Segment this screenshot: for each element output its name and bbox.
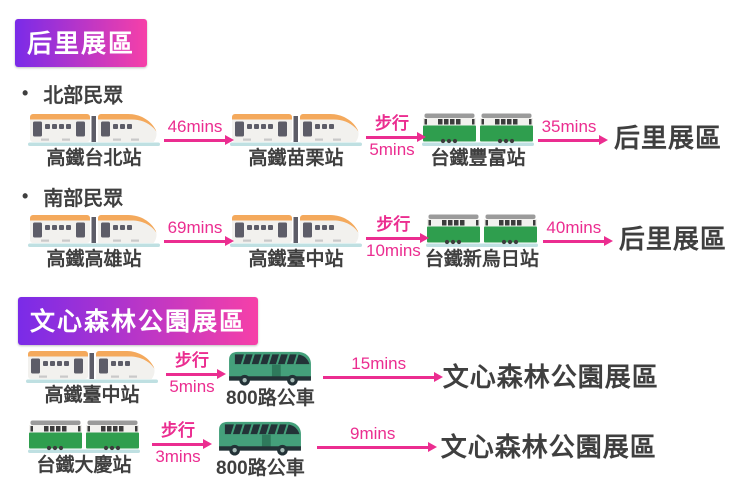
station-tra-xinwuri: 台鐵新烏日站 [425,212,539,271]
route-tra-to-wenxin: 台鐵大慶站 步行 3mins 800路公車 9mins 文心森林公園展區 [28,418,657,480]
hsr-train-icon [28,111,160,147]
section-title-wenxin-park: 文心森林公園展區 [18,297,259,345]
travel-time-label: 35mins [541,117,597,136]
travel-arrow: 46mins [164,117,234,144]
right-arrow-icon [538,135,608,144]
walk-label: 步行 [161,421,195,440]
right-arrow-icon [322,372,443,381]
tra-train-icon [422,111,534,147]
walk-arrow: 步行 5mins [366,114,426,160]
destination-label: 文心森林公園展區 [442,362,659,392]
travel-time-label: 46mins [167,117,223,136]
bus-route-800: 800路公車 [216,418,305,480]
hsr-train-icon [230,111,362,147]
hsr-train-icon [230,212,362,248]
route-north-to-houli: 高鐵台北站 46mins 高鐵苗栗站 步行 5mins 台鐵豐富站 35mins… [28,111,722,170]
right-arrow-icon [164,135,234,144]
bullet-north-residents: • 北部民眾 [22,79,123,108]
bullet-dot: • [22,186,29,206]
station-hsr-taichung: 高鐵臺中站 [230,212,362,271]
right-arrow-icon [166,369,226,378]
walk-label: 步行 [175,351,209,370]
destination-label: 后里展區 [618,224,727,254]
station-hsr-taichung: 高鐵臺中站 [26,348,158,407]
station-label: 高鐵臺中站 [248,249,344,270]
station-label: 高鐵台北站 [46,148,142,169]
bullet-label: 南部民眾 [43,188,124,210]
bus-label: 800路公車 [226,388,315,409]
tra-train-icon [28,418,140,454]
right-arrow-icon [542,236,613,245]
route-south-to-houli: 高鐵高雄站 69mins 高鐵臺中站 步行 10mins 台鐵新烏日站 40mi… [28,212,727,271]
section-title-houli: 后里展區 [15,19,148,67]
station-hsr-taipei: 高鐵台北站 [28,111,160,170]
station-label: 高鐵臺中站 [44,385,140,406]
tra-train-icon [426,212,538,248]
walk-arrow: 步行 10mins [366,215,429,261]
station-label: 高鐵高雄站 [46,249,142,270]
walk-time-label: 5mins [169,376,215,396]
station-label: 台鐵大慶站 [36,455,132,476]
travel-arrow: 35mins [538,117,608,144]
travel-time-label: 69mins [167,218,223,237]
route-hsr-to-wenxin: 高鐵臺中站 步行 5mins 800路公車 15mins 文心森林公園展區 [26,348,659,410]
bullet-label: 北部民眾 [43,85,124,107]
walk-label: 步行 [376,215,411,234]
station-hsr-miaoli: 高鐵苗栗站 [230,111,362,170]
travel-arrow: 15mins [322,354,443,381]
bus-icon [226,348,314,387]
walk-label: 步行 [375,114,409,133]
right-arrow-icon [164,236,234,245]
bus-route-800: 800路公車 [226,348,315,410]
destination-label: 文心森林公園展區 [440,432,657,462]
station-label: 台鐵新烏日站 [424,249,539,270]
station-label: 台鐵豐富站 [430,148,526,169]
hsr-train-icon [26,348,158,384]
right-arrow-icon [152,439,212,448]
right-arrow-icon [316,442,437,451]
hsr-train-icon [28,212,160,248]
bullet-south-residents: • 南部民眾 [22,182,123,211]
station-label: 高鐵苗栗站 [248,148,344,169]
walk-time-label: 10mins [366,240,421,260]
travel-arrow: 40mins [542,218,613,245]
station-hsr-kaohsiung: 高鐵高雄站 [28,212,160,271]
bus-icon [216,418,304,457]
travel-time-label: 40mins [546,218,602,237]
bus-label: 800路公車 [216,458,305,479]
right-arrow-icon [366,233,429,242]
station-tra-daqing: 台鐵大慶站 [28,418,140,477]
walk-time-label: 5mins [369,139,415,159]
walk-arrow: 步行 3mins [152,421,212,467]
station-tra-fengfu: 台鐵豐富站 [422,111,534,170]
travel-arrow: 9mins [316,424,437,451]
walk-time-label: 3mins [155,446,201,466]
travel-time-label: 15mins [351,354,407,373]
travel-time-label: 9mins [350,424,396,443]
walk-arrow: 步行 5mins [166,351,226,397]
destination-label: 后里展區 [614,123,723,153]
right-arrow-icon [366,132,426,141]
travel-arrow: 69mins [164,218,234,245]
bullet-dot: • [22,83,29,103]
